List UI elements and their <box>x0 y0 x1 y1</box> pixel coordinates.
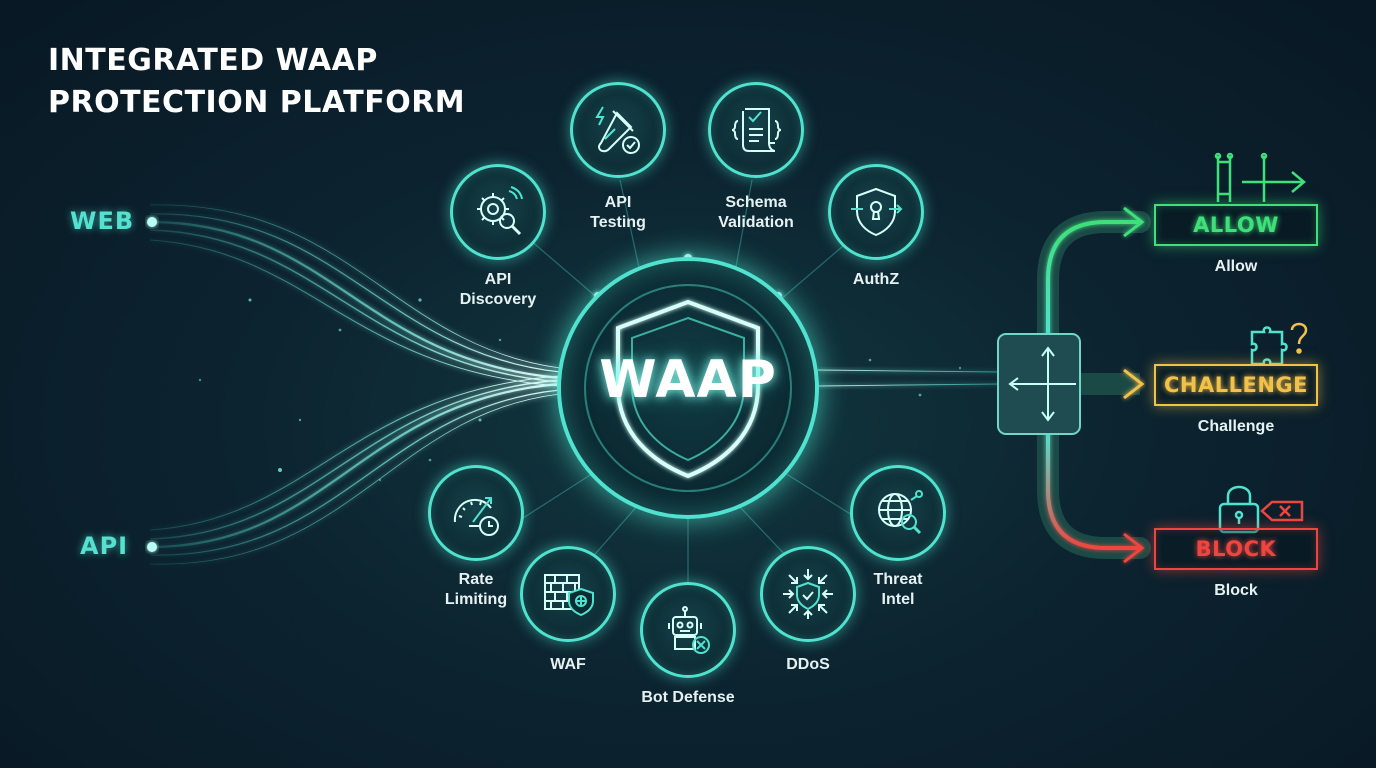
node-api-testing[interactable] <box>570 82 666 178</box>
outcome-block-label: Block <box>1214 582 1258 599</box>
label-api-discovery: API Discovery <box>459 271 537 308</box>
label-threat-intel: Threat Intel <box>873 571 923 608</box>
test-tube-icon <box>595 106 640 154</box>
node-authz[interactable] <box>828 164 924 260</box>
puzzle-question-icon <box>1250 322 1308 366</box>
label-rate-limiting: Rate Limiting <box>444 571 508 608</box>
node-schema-validation[interactable] <box>708 82 804 178</box>
outcome-block-box[interactable]: BLOCK <box>1154 528 1318 570</box>
outcome-allow-box[interactable]: ALLOW <box>1154 204 1318 246</box>
label-ddos: DDoS <box>786 656 830 673</box>
node-api-discovery[interactable] <box>450 164 546 260</box>
label-bot-defense: Bot Defense <box>641 689 735 706</box>
outcome-challenge-box[interactable]: CHALLENGE <box>1154 364 1318 406</box>
label-schema-validation: Schema Validation <box>718 194 794 231</box>
waap-core-ring <box>584 284 792 492</box>
node-waf[interactable] <box>520 546 616 642</box>
gauge-clock-icon <box>453 497 499 536</box>
gate-arrow-icon <box>1214 152 1306 202</box>
source-api-label: API <box>80 532 129 560</box>
outcome-allow-label: Allow <box>1214 258 1258 275</box>
outcome-challenge-label: Challenge <box>1197 418 1275 435</box>
shield-arrows-icon <box>783 569 833 619</box>
node-ddos[interactable] <box>760 546 856 642</box>
robot-icon <box>668 606 710 654</box>
node-rate-limiting[interactable] <box>428 465 524 561</box>
shield-keyhole-icon <box>851 187 903 237</box>
label-authz: AuthZ <box>852 271 900 288</box>
firewall-icon <box>544 574 594 617</box>
node-threat-intel[interactable] <box>850 465 946 561</box>
shield-icon <box>616 299 760 479</box>
title-line-1: INTEGRATED WAAP <box>48 43 378 78</box>
page-title: INTEGRATED WAAP PROTECTION PLATFORM <box>48 40 568 124</box>
gear-search-icon <box>477 186 523 236</box>
label-api-testing: API Testing <box>590 194 646 231</box>
node-bot-defense[interactable] <box>640 582 736 678</box>
globe-search-icon <box>878 490 923 535</box>
document-check-icon <box>731 108 782 152</box>
lock-x-icon <box>1218 485 1304 534</box>
title-line-2: PROTECTION PLATFORM <box>48 85 466 120</box>
waap-core-label: WAAP <box>599 350 777 410</box>
source-web-label: WEB <box>70 207 135 235</box>
label-waf: WAF <box>550 656 586 673</box>
